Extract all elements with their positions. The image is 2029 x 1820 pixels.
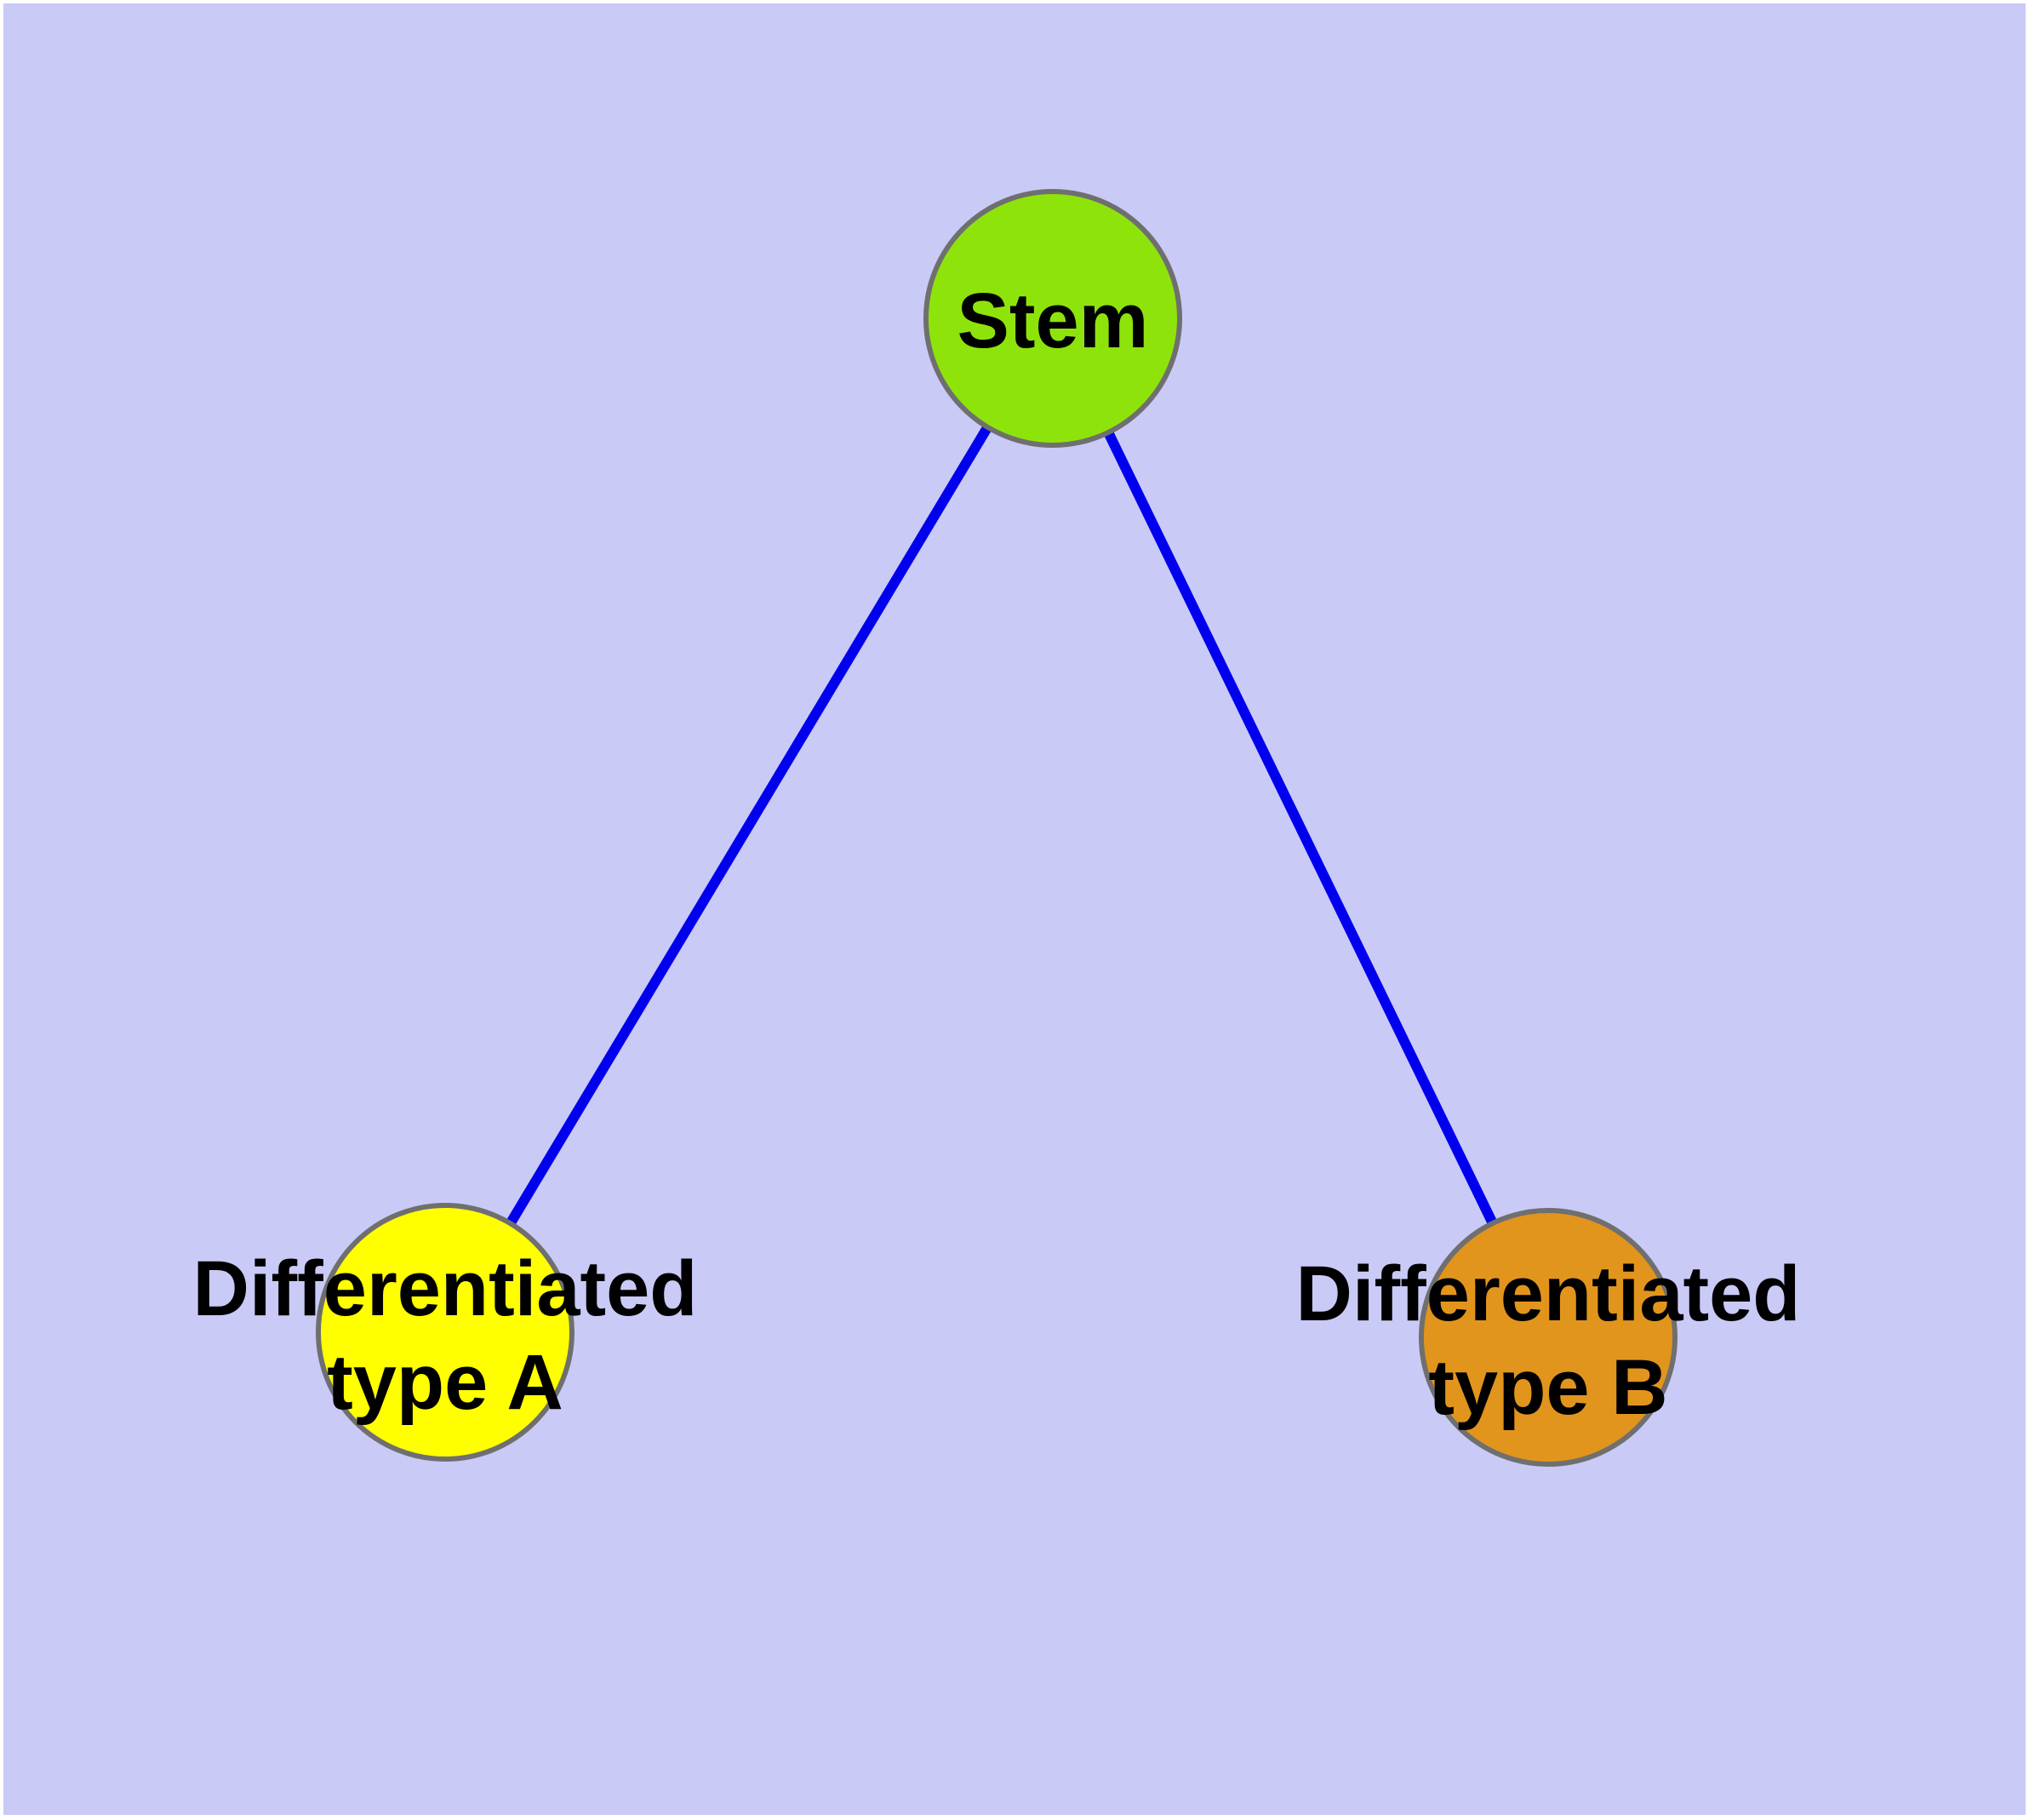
node-differentiated-type-b [1419,1208,1677,1467]
node-type-b-label-line1: Differentiated [1296,1251,1801,1337]
node-stem [923,189,1182,448]
node-type-a-label-line1: Differentiated [193,1245,698,1332]
node-type-a-label-line2: type A [327,1339,563,1426]
node-type-b-label-line2: type B [1428,1344,1667,1431]
node-stem-label: Stem [957,278,1149,364]
edge-stem-to-type-b [1048,316,1553,1340]
node-differentiated-type-a [316,1203,574,1462]
edge-stem-to-type-a [440,315,1058,1336]
